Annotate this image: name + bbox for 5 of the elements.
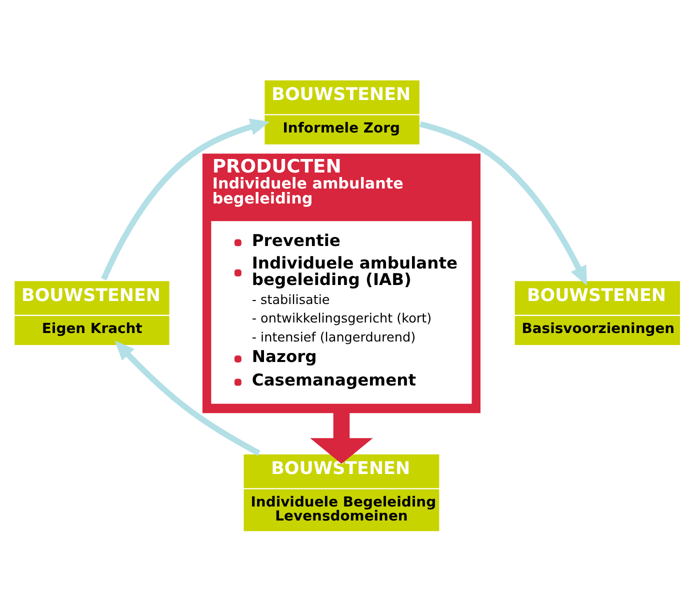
arrow bbox=[310, 412, 373, 464]
arrow bbox=[114, 340, 260, 456]
node-box: Preventie Individuele ambulante begeleiding (IAB) - stabilisatie - ontwikkelingsgericht (kort) - intensief (langerdurend) Nazorg Casemanagement bbox=[211, 220, 472, 404]
arrow bbox=[420, 120, 587, 286]
arrow bbox=[101, 118, 270, 280]
